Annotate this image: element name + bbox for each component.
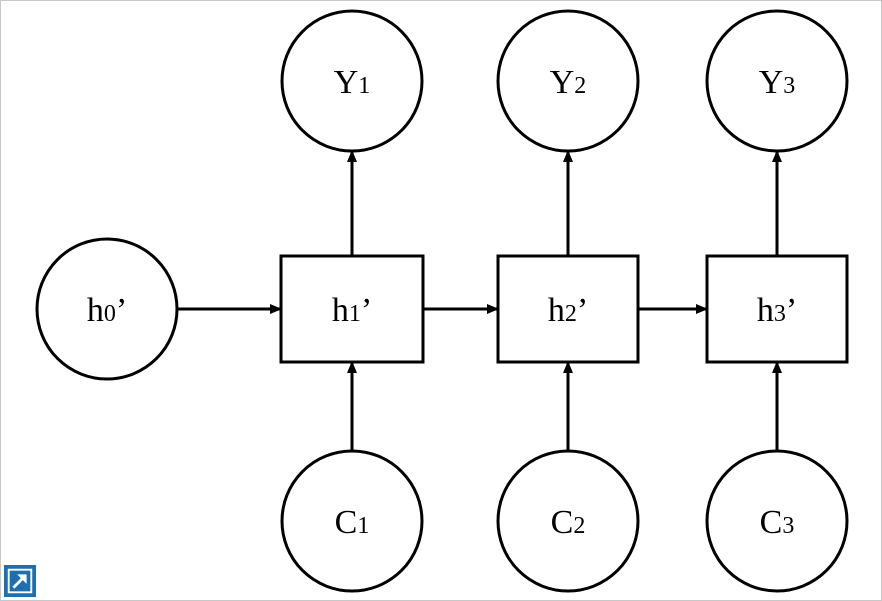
node-h0: h0’ [35, 237, 179, 381]
node-h3-label-base: h [757, 292, 774, 329]
node-h3-label-subscript: 3 [774, 301, 786, 327]
node-h0-label-prime: ’ [116, 292, 127, 329]
expand-diagonal-arrow-icon [7, 568, 33, 594]
node-y1-label-subscript: 1 [358, 73, 370, 99]
node-c3-label-base: C [760, 504, 783, 541]
node-y3-label-subscript: 3 [783, 73, 795, 99]
node-y2-label-subscript: 2 [574, 73, 586, 99]
node-y1: Y1 [280, 9, 424, 153]
node-h3-label-prime: ’ [786, 292, 797, 329]
node-c3: C3 [705, 449, 849, 593]
node-h1: h1’ [279, 254, 425, 364]
node-h0-circle [35, 237, 179, 381]
node-c3-label: C3 [760, 504, 795, 541]
node-h1-label-base: h [332, 292, 349, 329]
node-y3-label-base: Y [759, 64, 784, 101]
node-c1-label-subscript: 1 [357, 513, 369, 539]
node-h0-label-subscript: 0 [104, 301, 116, 327]
expand-button[interactable] [3, 564, 37, 598]
node-c1-label-base: C [335, 504, 358, 541]
node-h2-label: h2’ [548, 292, 588, 329]
node-c1-label: C1 [335, 504, 370, 541]
edges-layer [177, 150, 782, 451]
node-y2-circle [496, 9, 640, 153]
node-h3: h3’ [705, 254, 849, 364]
node-c2: C2 [496, 449, 640, 593]
node-h0-label-base: h [87, 292, 104, 329]
node-h2-box [496, 254, 640, 364]
node-c2-circle [496, 449, 640, 593]
node-y2-label: Y2 [550, 64, 587, 101]
node-h2: h2’ [496, 254, 640, 364]
node-c3-circle [705, 449, 849, 593]
node-h0-label: h0’ [87, 292, 127, 329]
node-y3-circle [705, 9, 849, 153]
node-h2-label-subscript: 2 [565, 301, 577, 327]
node-c1: C1 [280, 449, 424, 593]
node-y1-circle [280, 9, 424, 153]
node-y3-label: Y3 [759, 64, 796, 101]
node-h1-label: h1’ [332, 292, 372, 329]
node-c1-circle [280, 449, 424, 593]
node-c3-label-subscript: 3 [782, 513, 794, 539]
node-c2-label: C2 [551, 504, 586, 541]
node-h1-box [279, 254, 425, 364]
node-h2-label-prime: ’ [577, 292, 588, 329]
node-c2-label-base: C [551, 504, 574, 541]
node-y2: Y2 [496, 9, 640, 153]
node-y2-label-base: Y [550, 64, 575, 101]
node-h3-box [705, 254, 849, 364]
node-y3: Y3 [705, 9, 849, 153]
node-h1-label-prime: ’ [361, 292, 372, 329]
node-c2-label-subscript: 2 [573, 513, 585, 539]
node-h3-label: h3’ [757, 292, 797, 329]
node-y1-label-base: Y [334, 64, 359, 101]
node-y1-label: Y1 [334, 64, 371, 101]
node-h1-label-subscript: 1 [349, 301, 361, 327]
node-h2-label-base: h [548, 292, 565, 329]
